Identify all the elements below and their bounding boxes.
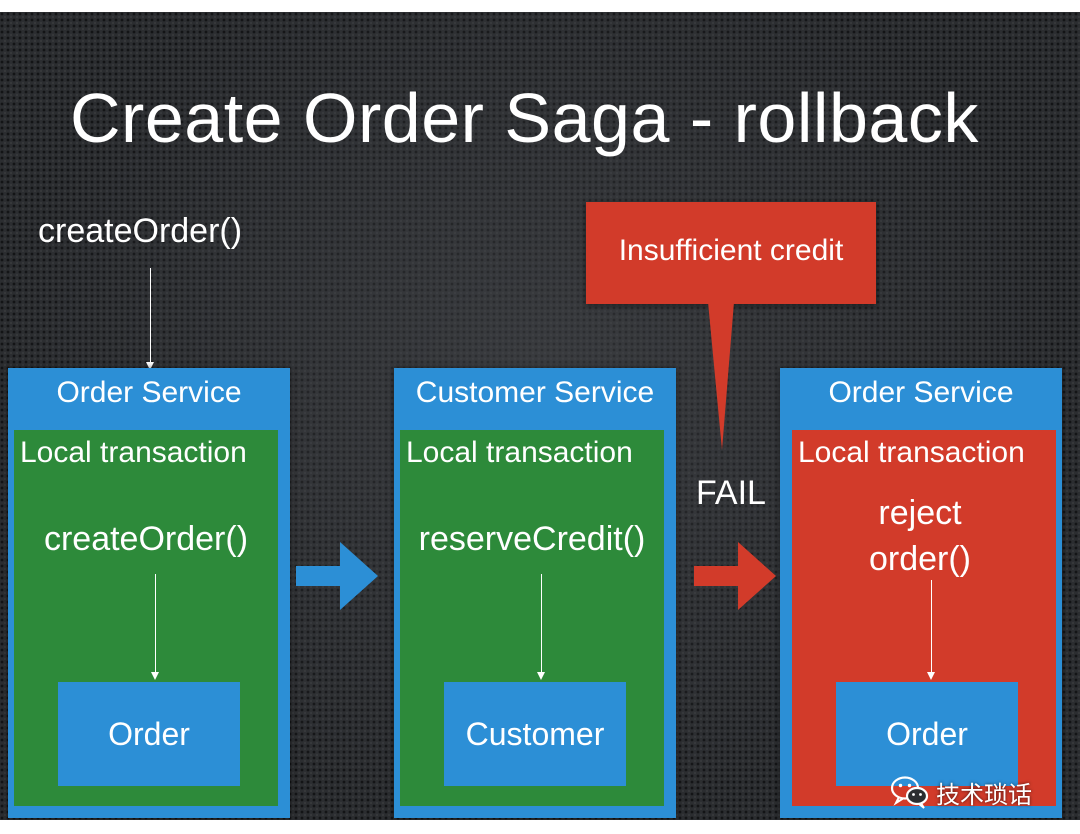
method-arrowhead (151, 672, 159, 680)
watermark-text: 技术琐话 (936, 781, 1032, 809)
initial-call-arrowhead (146, 362, 154, 370)
local-transaction-label: Local transaction (406, 436, 633, 469)
order-entity-box: Order (836, 682, 1018, 786)
service-title: Order Service (56, 376, 242, 409)
initial-call-label: createOrder() (38, 212, 243, 250)
method-label-line2: order() (868, 540, 972, 578)
local-transaction-box: Local transaction reserveCredit() Custom… (400, 430, 664, 806)
customer-entity-box: Customer (444, 682, 626, 786)
service-title: Order Service (828, 376, 1014, 409)
local-transaction-box: Local transaction createOrder() Order (14, 430, 278, 806)
slide: Create Order Saga - rollback createOrder… (0, 12, 1080, 820)
entity-label: Customer (465, 716, 605, 752)
local-transaction-label: Local transaction (798, 436, 1025, 469)
flow-arrow-blue (296, 542, 378, 610)
customer-service-box: Customer Service Local transaction reser… (394, 368, 676, 818)
method-label: reserveCredit() (418, 520, 646, 558)
initial-call-arrow-line (150, 268, 151, 366)
method-label-line1: reject (878, 494, 962, 532)
service-title: Customer Service (415, 376, 655, 409)
watermark: 技术琐话 (890, 772, 1032, 812)
method-arrow-line (541, 574, 542, 674)
fail-label: FAIL (696, 474, 766, 512)
method-arrow-line (931, 580, 932, 674)
slide-title: Create Order Saga - rollback (70, 79, 979, 157)
order-entity-box: Order (58, 682, 240, 786)
local-transaction-label: Local transaction (20, 436, 247, 469)
wechat-icon (890, 776, 929, 809)
entity-label: Order (108, 716, 190, 752)
callout-pointer (708, 302, 734, 450)
flow-arrow-red (694, 542, 776, 610)
callout-text: Insufficient credit (618, 234, 844, 267)
order-service-box: Order Service Local transaction createOr… (8, 368, 290, 818)
method-arrow-line (155, 574, 156, 674)
method-arrowhead (537, 672, 545, 680)
order-service-rollback-box: Order Service Local transaction reject o… (780, 368, 1062, 818)
local-transaction-box: Local transaction reject order() Order (792, 430, 1056, 806)
method-label: createOrder() (43, 520, 249, 558)
insufficient-credit-callout: Insufficient credit (586, 202, 876, 304)
method-arrowhead (927, 672, 935, 680)
entity-label: Order (886, 716, 968, 752)
